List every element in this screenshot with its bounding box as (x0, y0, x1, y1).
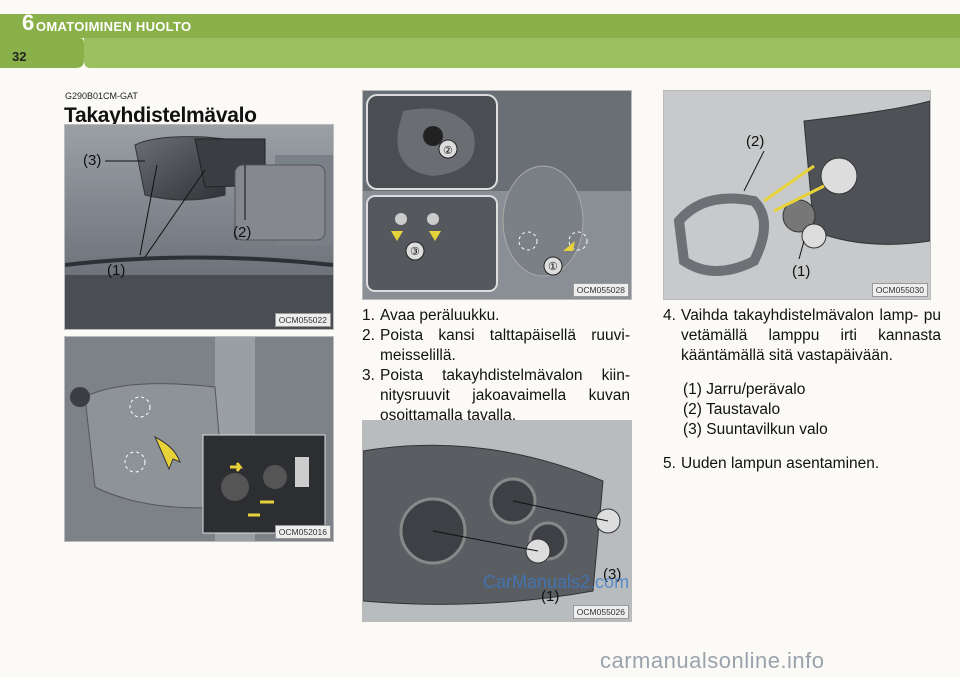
step-2: 2. Poista kansi talttapäisellä ruuvi- mei… (362, 326, 630, 366)
fig5-label-1: (1) (792, 263, 810, 280)
step-3-num: 3. (362, 367, 375, 384)
fig5-code: OCM055030 (871, 283, 928, 297)
instructions-steps: 1. Avaa peräluukku. 2. Poista kansi taltta… (362, 306, 630, 426)
right-column-text: 4. Vaihda takayhdistelmävalon lamp- pu ve… (663, 306, 941, 474)
step-2-text: Poista kansi talttapäisellä ruuvi- meiss… (380, 327, 630, 364)
fig4-code: OCM055026 (572, 605, 629, 619)
fig3-circled-2: ② (443, 145, 453, 157)
step-2-num: 2. (362, 327, 375, 344)
step-4-num: 4. (663, 307, 676, 324)
bulb-list: (1) Jarru/perävalo (2) Taustavalo (3) Su… (683, 380, 941, 440)
bulb-item-3: (3) Suuntavilkun valo (683, 421, 828, 438)
fig2-code: OCM052016 (274, 525, 331, 539)
watermark-carmanuals2: CarManuals2.com (483, 572, 630, 592)
fig3-code: OCM055028 (572, 283, 629, 297)
fig3-circled-3: ③ (410, 246, 420, 258)
lamp-bulbs-illustration: (1) (3) (363, 421, 631, 621)
chapter-number: 6 (22, 10, 35, 35)
doc-code: G290B01CM-GAT (65, 91, 138, 101)
fig3-circled-1: ① (548, 261, 558, 273)
step-5-text: Uuden lampun asentaminen. (681, 455, 880, 472)
figure-bulb-removal: (2) (1) OCM055030 (663, 90, 931, 300)
step-1-num: 1. (362, 307, 375, 324)
fig1-label-1: (1) (107, 262, 125, 279)
watermark-carmanualsonline: carmanualsonline.info (600, 648, 825, 673)
trim-cover-illustration (65, 337, 333, 541)
bulb-item-2: (2) Taustavalo (683, 401, 781, 418)
figure-trim-cover: OCM052016 (64, 336, 334, 542)
chapter-title: OMATOIMINEN HUOLTO (36, 19, 192, 34)
step-5-num: 5. (663, 455, 676, 472)
step-5: 5. Uuden lampun asentaminen. (663, 454, 941, 474)
bulb-removal-illustration: (2) (1) (664, 91, 930, 299)
screw-locations-illustration: ② ③ ① (363, 91, 631, 299)
page-title: Takayhdistelmävalo (64, 104, 257, 127)
car-rear-illustration: (3) (1) (2) (65, 125, 333, 329)
step-1-text: Avaa peräluukku. (380, 307, 500, 324)
fig1-label-3: (3) (83, 152, 101, 169)
bulb-item-1: (1) Jarru/perävalo (683, 381, 806, 398)
fig1-label-2: (2) (233, 224, 251, 241)
fig4-label-1: (1) (541, 588, 559, 605)
chapter-banner (0, 14, 960, 68)
step-4: 4. Vaihda takayhdistelmävalon lamp- pu ve… (663, 306, 941, 366)
figure-lamp-bulbs: (1) (3) OCM055026 (362, 420, 632, 622)
figure-car-rear: (3) (1) (2) OCM055022 (64, 124, 334, 330)
fig1-code: OCM055022 (274, 313, 331, 327)
step-3-text: Poista takayhdistelmävalon kiin- nitysru… (380, 367, 630, 424)
step-3: 3. Poista takayhdistelmävalon kiin- nitys… (362, 366, 630, 426)
step-4-text: Vaihda takayhdistelmävalon lamp- pu vetä… (681, 307, 941, 364)
step-1: 1. Avaa peräluukku. (362, 306, 630, 326)
figure-screw-locations: ② ③ ① OCM055028 (362, 90, 632, 300)
fig5-label-2: (2) (746, 133, 764, 150)
page-number: 32 (12, 49, 27, 64)
fig4-label-3: (3) (603, 566, 621, 583)
